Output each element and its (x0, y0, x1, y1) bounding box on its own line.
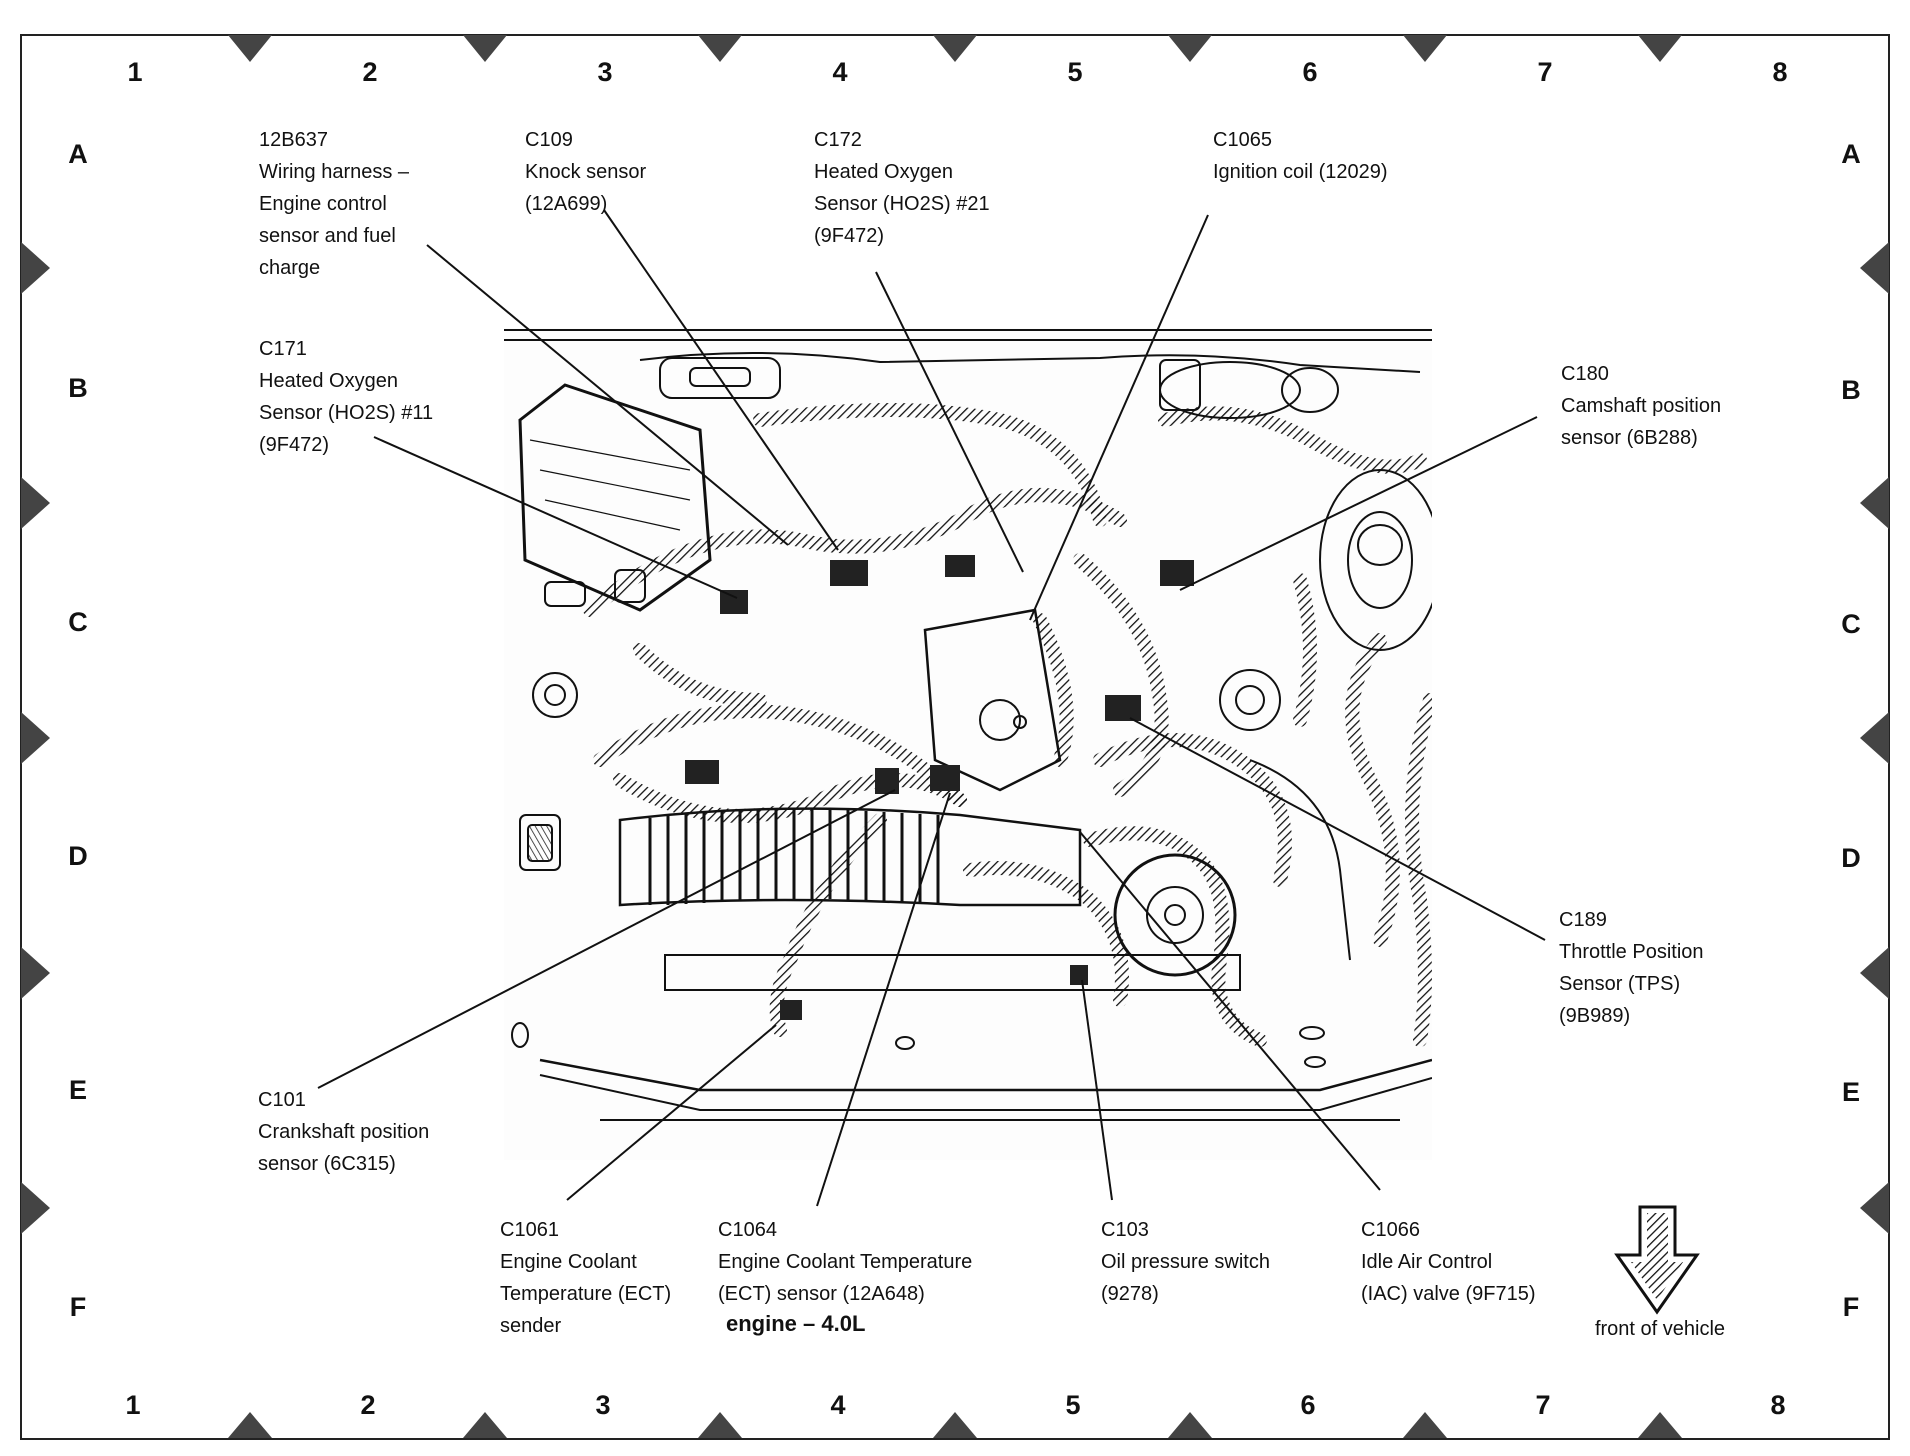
grid-col-top-1: 1 (127, 57, 143, 87)
grid-col-bottom-1: 1 (125, 1390, 141, 1420)
grid-col-top-5: 5 (1067, 57, 1083, 87)
front-of-vehicle-arrow-icon (1614, 1205, 1700, 1315)
diagram-caption: engine – 4.0L (726, 1311, 866, 1336)
grid-col-top-7: 7 (1537, 57, 1553, 87)
grid-row-left-B: B (68, 373, 88, 403)
grid-col-top-3: 3 (597, 57, 613, 87)
label-ho2s-21: C172 Heated Oxygen Sensor (HO2S) #21 (9F… (814, 129, 990, 247)
grid-col-bottom-6: 6 (1300, 1390, 1316, 1420)
grid-row-right-B: B (1841, 375, 1861, 405)
grid-col-bottom-7: 7 (1535, 1390, 1551, 1420)
engine-drawing (504, 328, 1432, 1160)
front-of-vehicle-label: front of vehicle (1594, 1318, 1726, 1340)
grid-col-top-4: 4 (832, 57, 848, 87)
grid-row-left-E: E (68, 1075, 87, 1105)
grid-row-right-E: E (1841, 1077, 1860, 1107)
grid-col-bottom-2: 2 (360, 1390, 376, 1420)
label-iac-valve: C1066 Idle Air Control (IAC) valve (9F71… (1361, 1219, 1536, 1305)
grid-col-bottom-4: 4 (830, 1390, 846, 1420)
grid-row-left-F: F (69, 1292, 87, 1322)
leader-lines (317, 209, 1546, 1207)
label-knock-sensor: C109 Knock sensor (12A699) (525, 129, 647, 215)
label-ignition-coil: C1065 Ignition coil (12029) (1213, 129, 1388, 183)
grid-row-left-C: C (68, 607, 88, 637)
grid-row-left-A: A (68, 139, 88, 169)
label-crankshaft-sensor: C101 Crankshaft position sensor (6C315) (258, 1089, 430, 1175)
label-ect-sensor: C1064 Engine Coolant Temperature (ECT) s… (718, 1219, 973, 1305)
grid-row-left-D: D (68, 841, 88, 871)
grid-row-right-C: C (1841, 609, 1861, 639)
label-ect-sender: C1061 Engine Coolant Temperature (ECT) s… (500, 1219, 672, 1337)
label-oil-pressure-switch: C103 Oil pressure switch (9278) (1101, 1219, 1270, 1305)
grid-row-right-F: F (1842, 1292, 1860, 1322)
grid-col-top-6: 6 (1302, 57, 1318, 87)
grid-row-right-A: A (1841, 139, 1861, 169)
grid-col-bottom-3: 3 (595, 1390, 611, 1420)
grid-col-top-8: 8 (1772, 57, 1788, 87)
grid-col-bottom-5: 5 (1065, 1390, 1081, 1420)
grid-markers (21, 35, 1889, 1438)
grid-row-right-D: D (1841, 843, 1861, 873)
label-wiring-harness: 12B637 Wiring harness – Engine control s… (259, 129, 410, 279)
grid-col-top-2: 2 (362, 57, 378, 87)
label-camshaft-sensor: C180 Camshaft position sensor (6B288) (1561, 363, 1722, 449)
label-tps: C189 Throttle Position Sensor (TPS) (9B9… (1559, 909, 1704, 1027)
label-ho2s-11: C171 Heated Oxygen Sensor (HO2S) #11 (9F… (259, 338, 434, 456)
grid-col-bottom-8: 8 (1770, 1390, 1786, 1420)
